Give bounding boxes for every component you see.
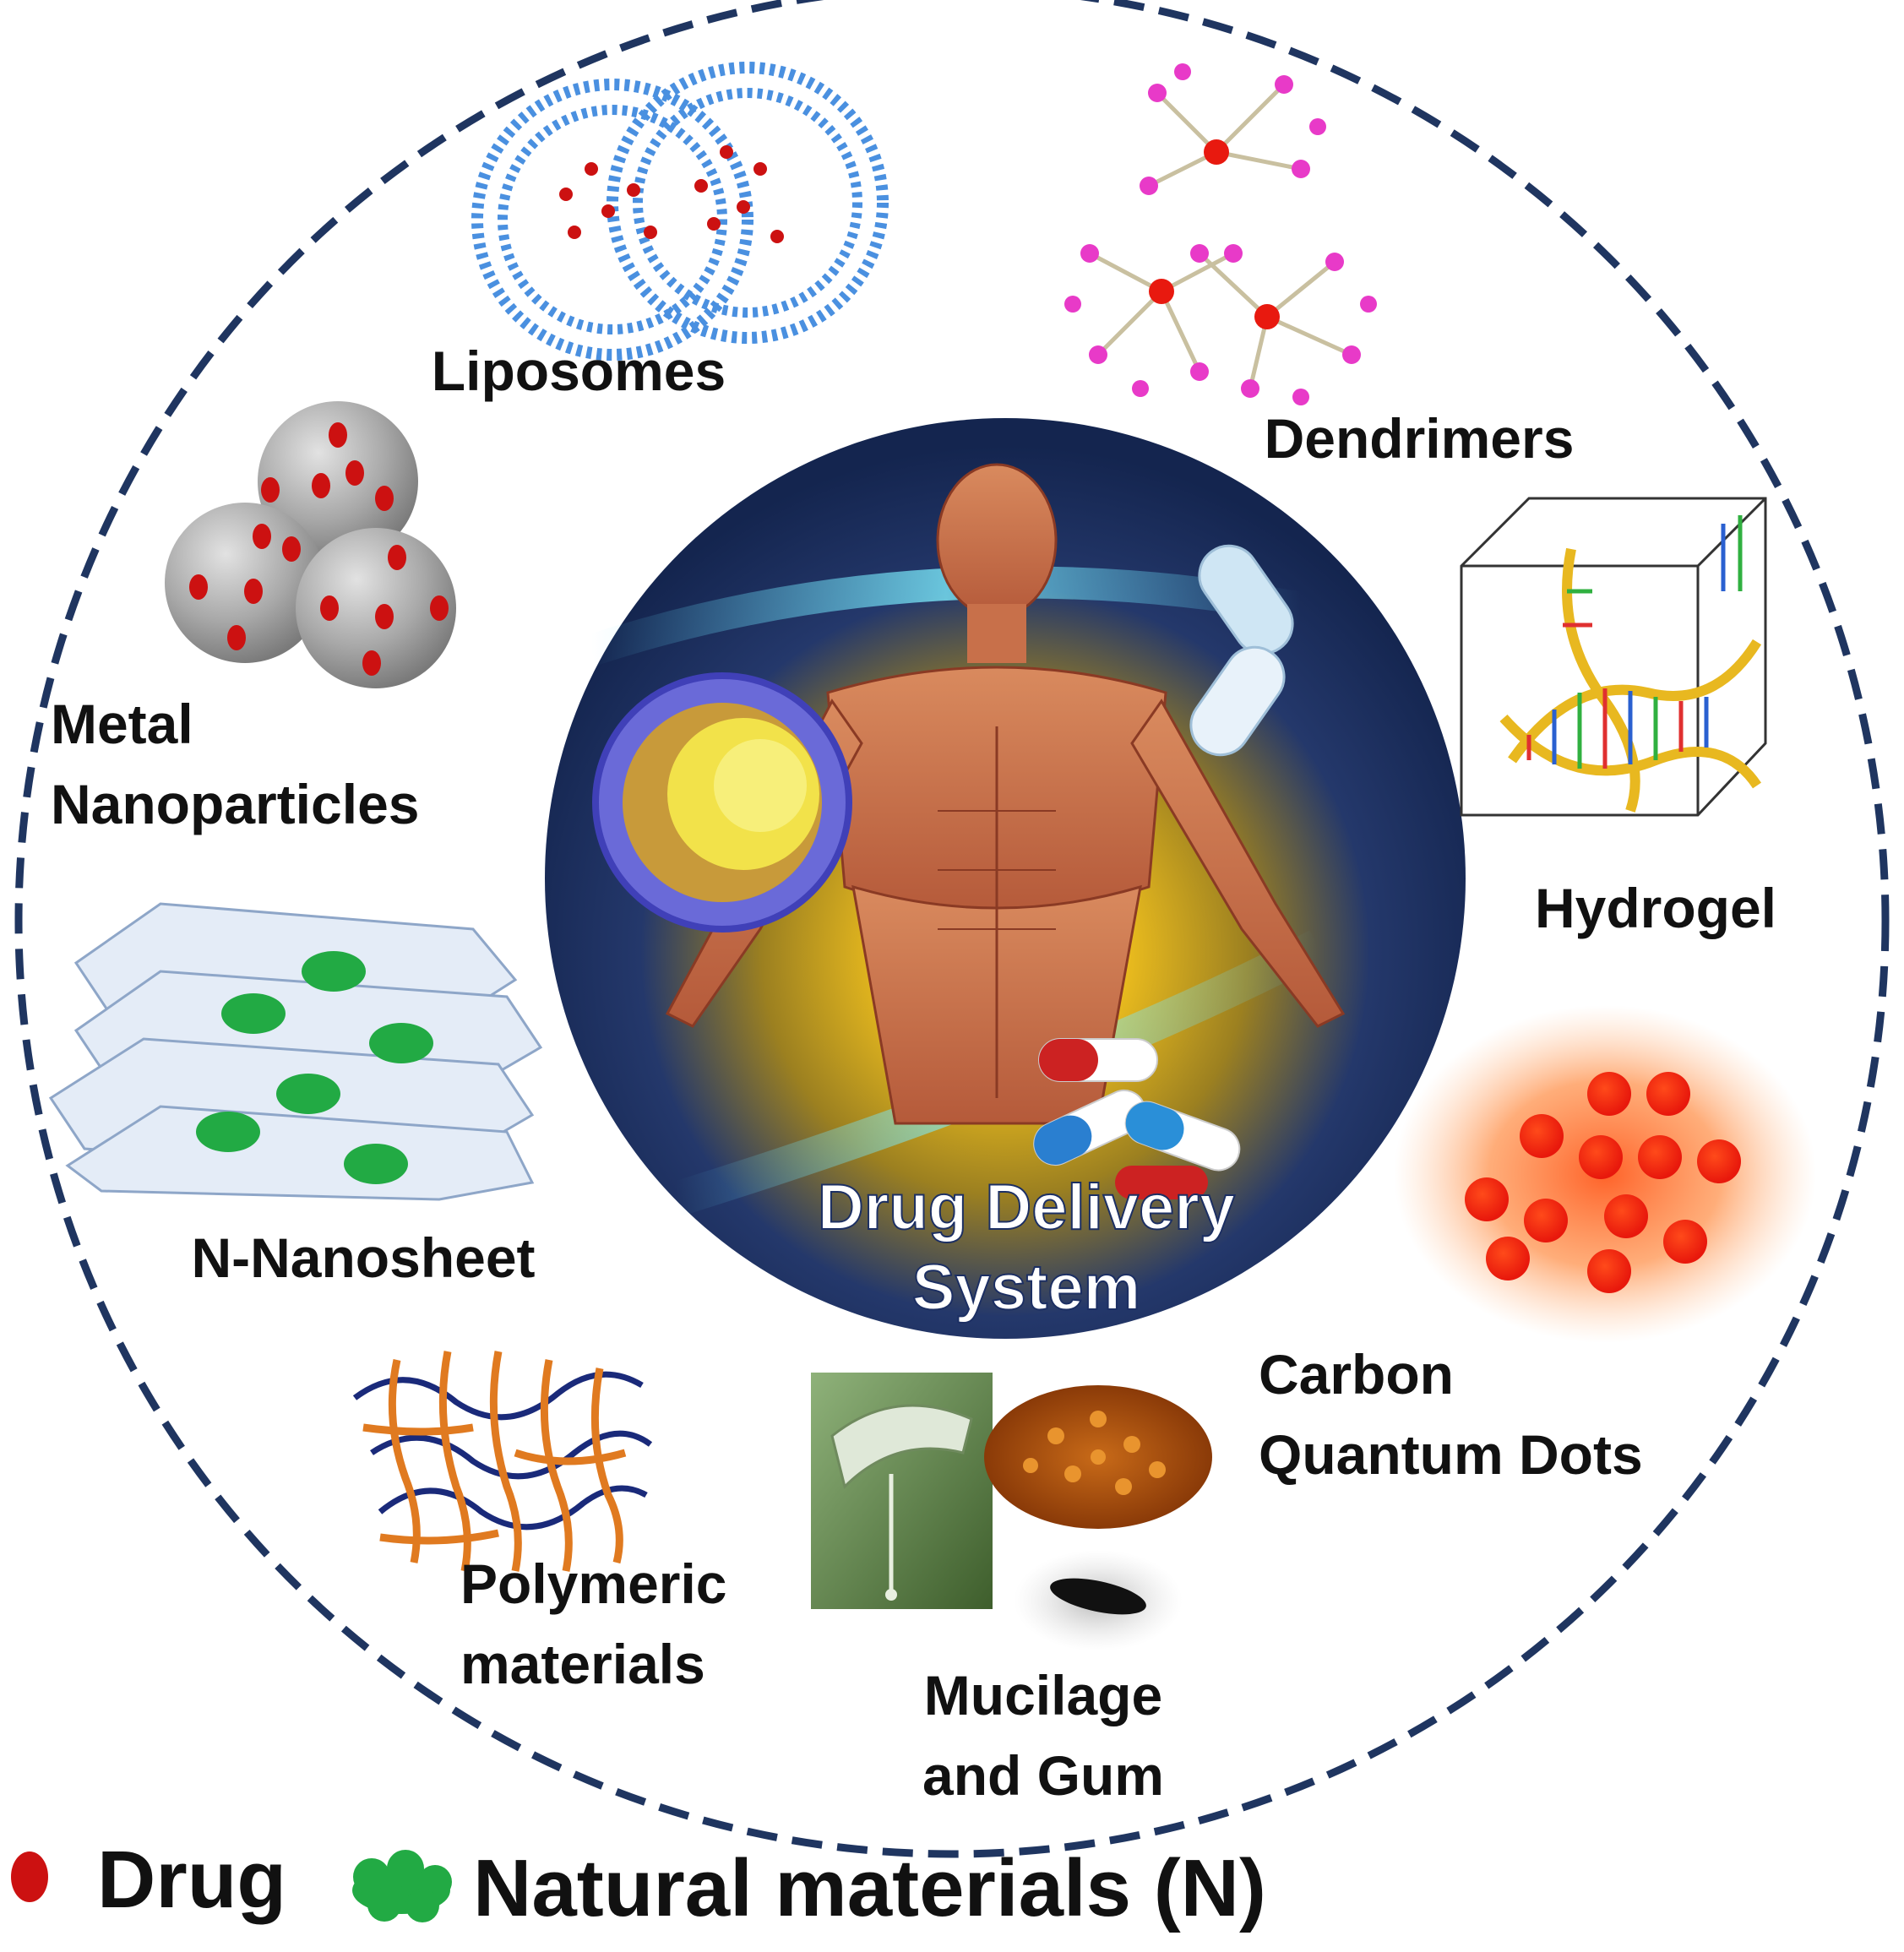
energy-streak-upper: [586, 566, 1304, 666]
center-drug-delivery-system: Drug Delivery System: [545, 418, 1466, 1339]
liposome-cross-section: [592, 672, 852, 933]
label-polymeric-line2: materials: [460, 1633, 705, 1695]
label-mucilage-line1: Mucilage: [924, 1664, 1162, 1726]
capsule-top-right: [1189, 544, 1294, 757]
label-liposomes: Liposomes: [432, 340, 726, 402]
label-cqd-line1: Carbon: [1259, 1343, 1454, 1406]
outer-dashed-circle: [14, 0, 1890, 1858]
label-polymeric-line1: Polymeric: [460, 1552, 727, 1615]
polymeric-materials-illustration: [352, 1351, 653, 1572]
carbon-quantum-dots-illustration: [1394, 1005, 1816, 1343]
legend-drug-marker: [11, 1851, 48, 1902]
center-label-line2: System: [912, 1252, 1140, 1324]
label-hydrogel: Hydrogel: [1535, 877, 1776, 939]
seed: [1050, 1578, 1146, 1615]
label-dendrimers: Dendrimers: [1265, 407, 1575, 470]
dendrimers-illustration: [1064, 63, 1377, 405]
center-label-line1: Drug Delivery: [818, 1172, 1235, 1243]
legend-natural-label: Natural materials (N): [473, 1843, 1266, 1933]
label-metal-line1: Metal: [51, 693, 193, 755]
label-metal-line2: Nanoparticles: [51, 773, 419, 835]
metal-nanoparticles-illustration: [165, 401, 456, 688]
mucilage-gum-illustration: [811, 1373, 1212, 1651]
pills-bottom: [1033, 1038, 1241, 1199]
legend-natural-marker: [352, 1850, 452, 1922]
label-n-nanosheet: N-Nanosheet: [191, 1226, 535, 1289]
liposomes-illustration: [471, 62, 889, 361]
n-nanosheet-illustration: [48, 902, 543, 1201]
label-mucilage-line2: and Gum: [922, 1744, 1164, 1807]
legend: Drug Natural materials (N): [11, 1835, 1266, 1933]
label-cqd-line2: Quantum Dots: [1259, 1423, 1643, 1486]
hydrogel-illustration: [1460, 497, 1767, 817]
legend-drug-label: Drug: [97, 1835, 286, 1925]
